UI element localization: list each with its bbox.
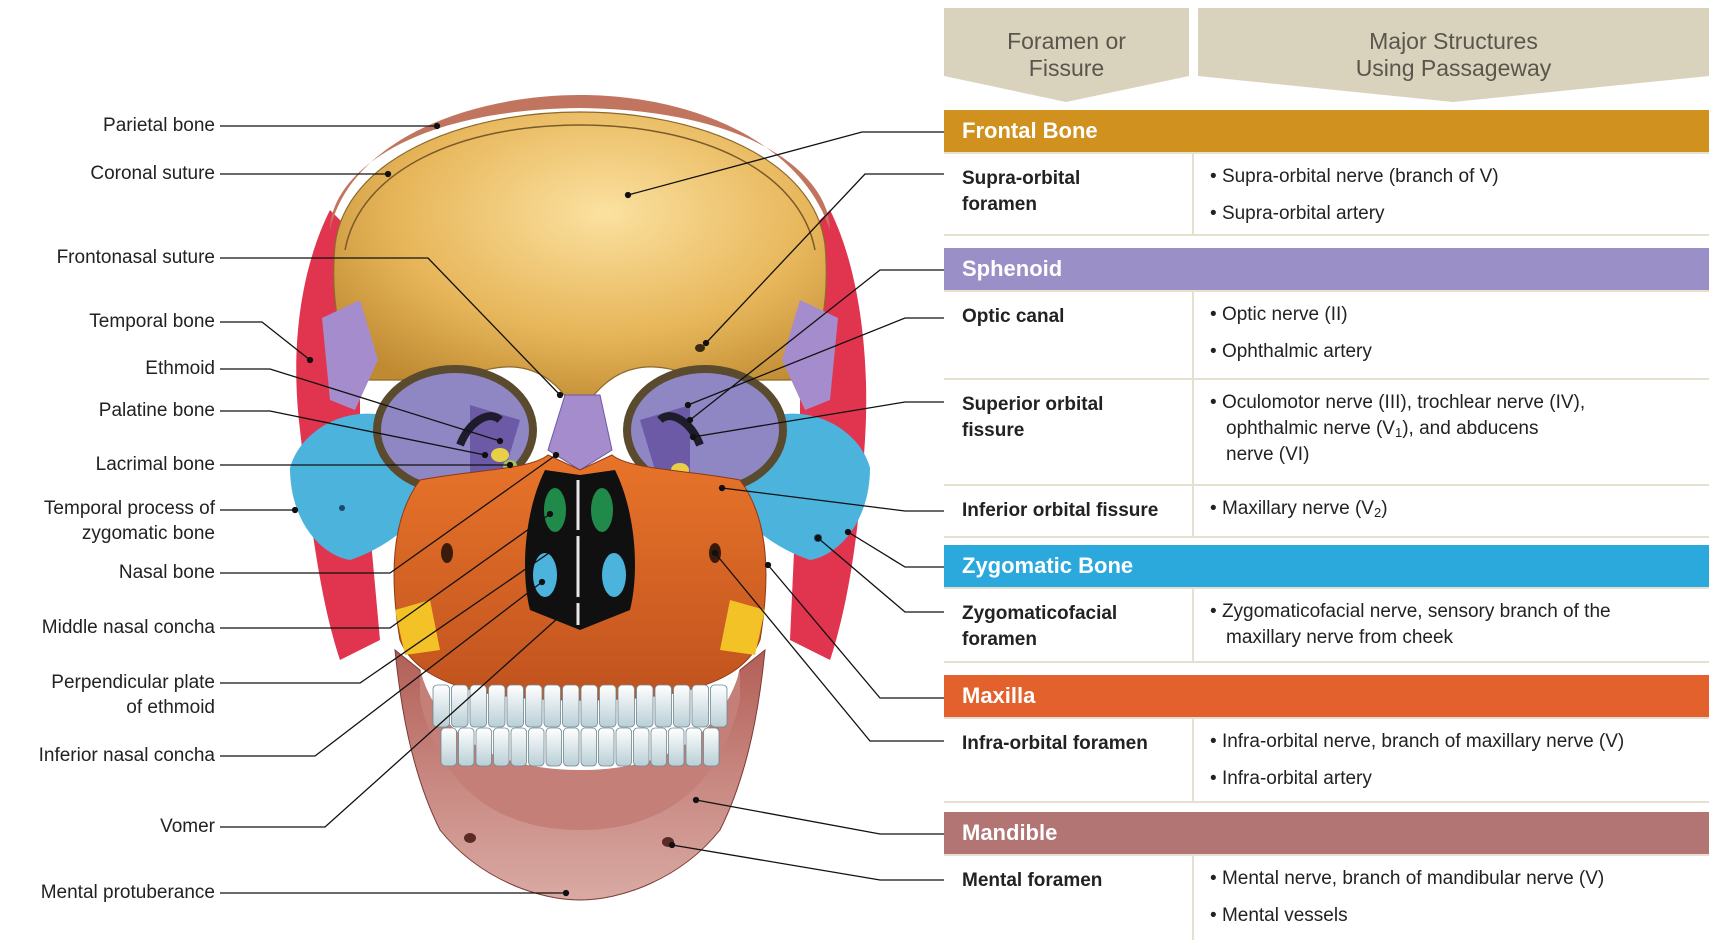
- tooth: [507, 685, 524, 727]
- structure-list: Mental nerve, branch of mandibular nerve…: [1210, 866, 1604, 940]
- tooth: [494, 728, 510, 766]
- band-mandible: Mandible: [944, 812, 1709, 854]
- label-temporal-bone: Temporal bone: [89, 310, 215, 334]
- label-mental-protuberance: Mental protuberance: [41, 881, 215, 905]
- structure-list: Optic nerve (II) Ophthalmic artery: [1210, 302, 1372, 376]
- tooth: [470, 685, 487, 727]
- label-vomer: Vomer: [160, 815, 215, 839]
- label-ethmoid: Ethmoid: [145, 357, 215, 381]
- tooth: [600, 685, 617, 727]
- tooth: [433, 685, 450, 727]
- label-inferior-nasal-concha: Inferior nasal concha: [39, 744, 215, 768]
- tooth: [441, 728, 457, 766]
- tooth: [563, 685, 580, 727]
- label-perpendicular-plate-line2: of ethmoid: [126, 696, 215, 720]
- tooth: [581, 685, 598, 727]
- tooth: [546, 728, 562, 766]
- tooth: [476, 728, 492, 766]
- row-mental-foramen: Mental foramen Mental nerve, branch of m…: [944, 854, 1709, 940]
- tooth: [616, 728, 632, 766]
- tooth: [637, 685, 654, 727]
- tooth: [686, 728, 702, 766]
- tooth: [651, 728, 667, 766]
- label-palatine-bone: Palatine bone: [99, 399, 215, 423]
- row-optic-canal: Optic canal Optic nerve (II) Ophthalmic …: [944, 290, 1709, 378]
- tooth: [669, 728, 685, 766]
- structure-list: Supra-orbital nerve (branch of V) Supra-…: [1210, 164, 1499, 238]
- structure-list: Zygomaticofacial nerve, sensory branch o…: [1210, 599, 1611, 662]
- row-name: Mental foramen: [962, 868, 1102, 894]
- label-parietal-bone: Parietal bone: [103, 114, 215, 138]
- label-middle-nasal-concha: Middle nasal concha: [42, 616, 215, 640]
- tooth: [599, 728, 615, 766]
- band-maxilla: Maxilla: [944, 675, 1709, 717]
- tooth: [711, 685, 728, 727]
- tooth: [674, 685, 691, 727]
- row-name: Optic canal: [962, 304, 1064, 330]
- tooth: [618, 685, 635, 727]
- label-temporal-process-line2: zygomatic bone: [82, 522, 215, 546]
- label-coronal-suture: Coronal suture: [90, 162, 215, 186]
- row-name: Infra-orbital foramen: [962, 731, 1148, 757]
- band-frontal-bone: Frontal Bone: [944, 110, 1709, 152]
- label-temporal-process-line1: Temporal process of: [44, 497, 215, 521]
- structure-list: Oculomotor nerve (III), trochlear nerve …: [1210, 390, 1585, 479]
- nasal-bones: [548, 395, 612, 470]
- tooth: [526, 685, 543, 727]
- tooth: [704, 728, 720, 766]
- tooth: [529, 728, 545, 766]
- tooth: [511, 728, 527, 766]
- row-name: Inferior orbital fissure: [962, 498, 1158, 524]
- structure-list: Maxillary nerve (V2): [1210, 496, 1388, 533]
- label-frontonasal-suture: Frontonasal suture: [57, 246, 215, 270]
- nasal-aperture: [525, 470, 635, 630]
- tooth: [581, 728, 597, 766]
- tooth: [564, 728, 580, 766]
- band-sphenoid: Sphenoid: [944, 248, 1709, 290]
- label-lacrimal-bone: Lacrimal bone: [96, 453, 215, 477]
- row-inferior-orbital-fissure: Inferior orbital fissure Maxillary nerve…: [944, 484, 1709, 538]
- tooth: [459, 728, 475, 766]
- tooth: [489, 685, 506, 727]
- tooth: [544, 685, 561, 727]
- band-zygomatic-bone: Zygomatic Bone: [944, 545, 1709, 587]
- tooth: [655, 685, 672, 727]
- tooth: [692, 685, 709, 727]
- row-infra-orbital-foramen: Infra-orbital foramen Infra-orbital nerv…: [944, 717, 1709, 803]
- structure-list: Infra-orbital nerve, branch of maxillary…: [1210, 729, 1624, 803]
- tooth: [634, 728, 650, 766]
- label-perpendicular-plate-line1: Perpendicular plate: [51, 671, 215, 695]
- label-nasal-bone: Nasal bone: [119, 561, 215, 585]
- frontal-bone: [334, 112, 827, 400]
